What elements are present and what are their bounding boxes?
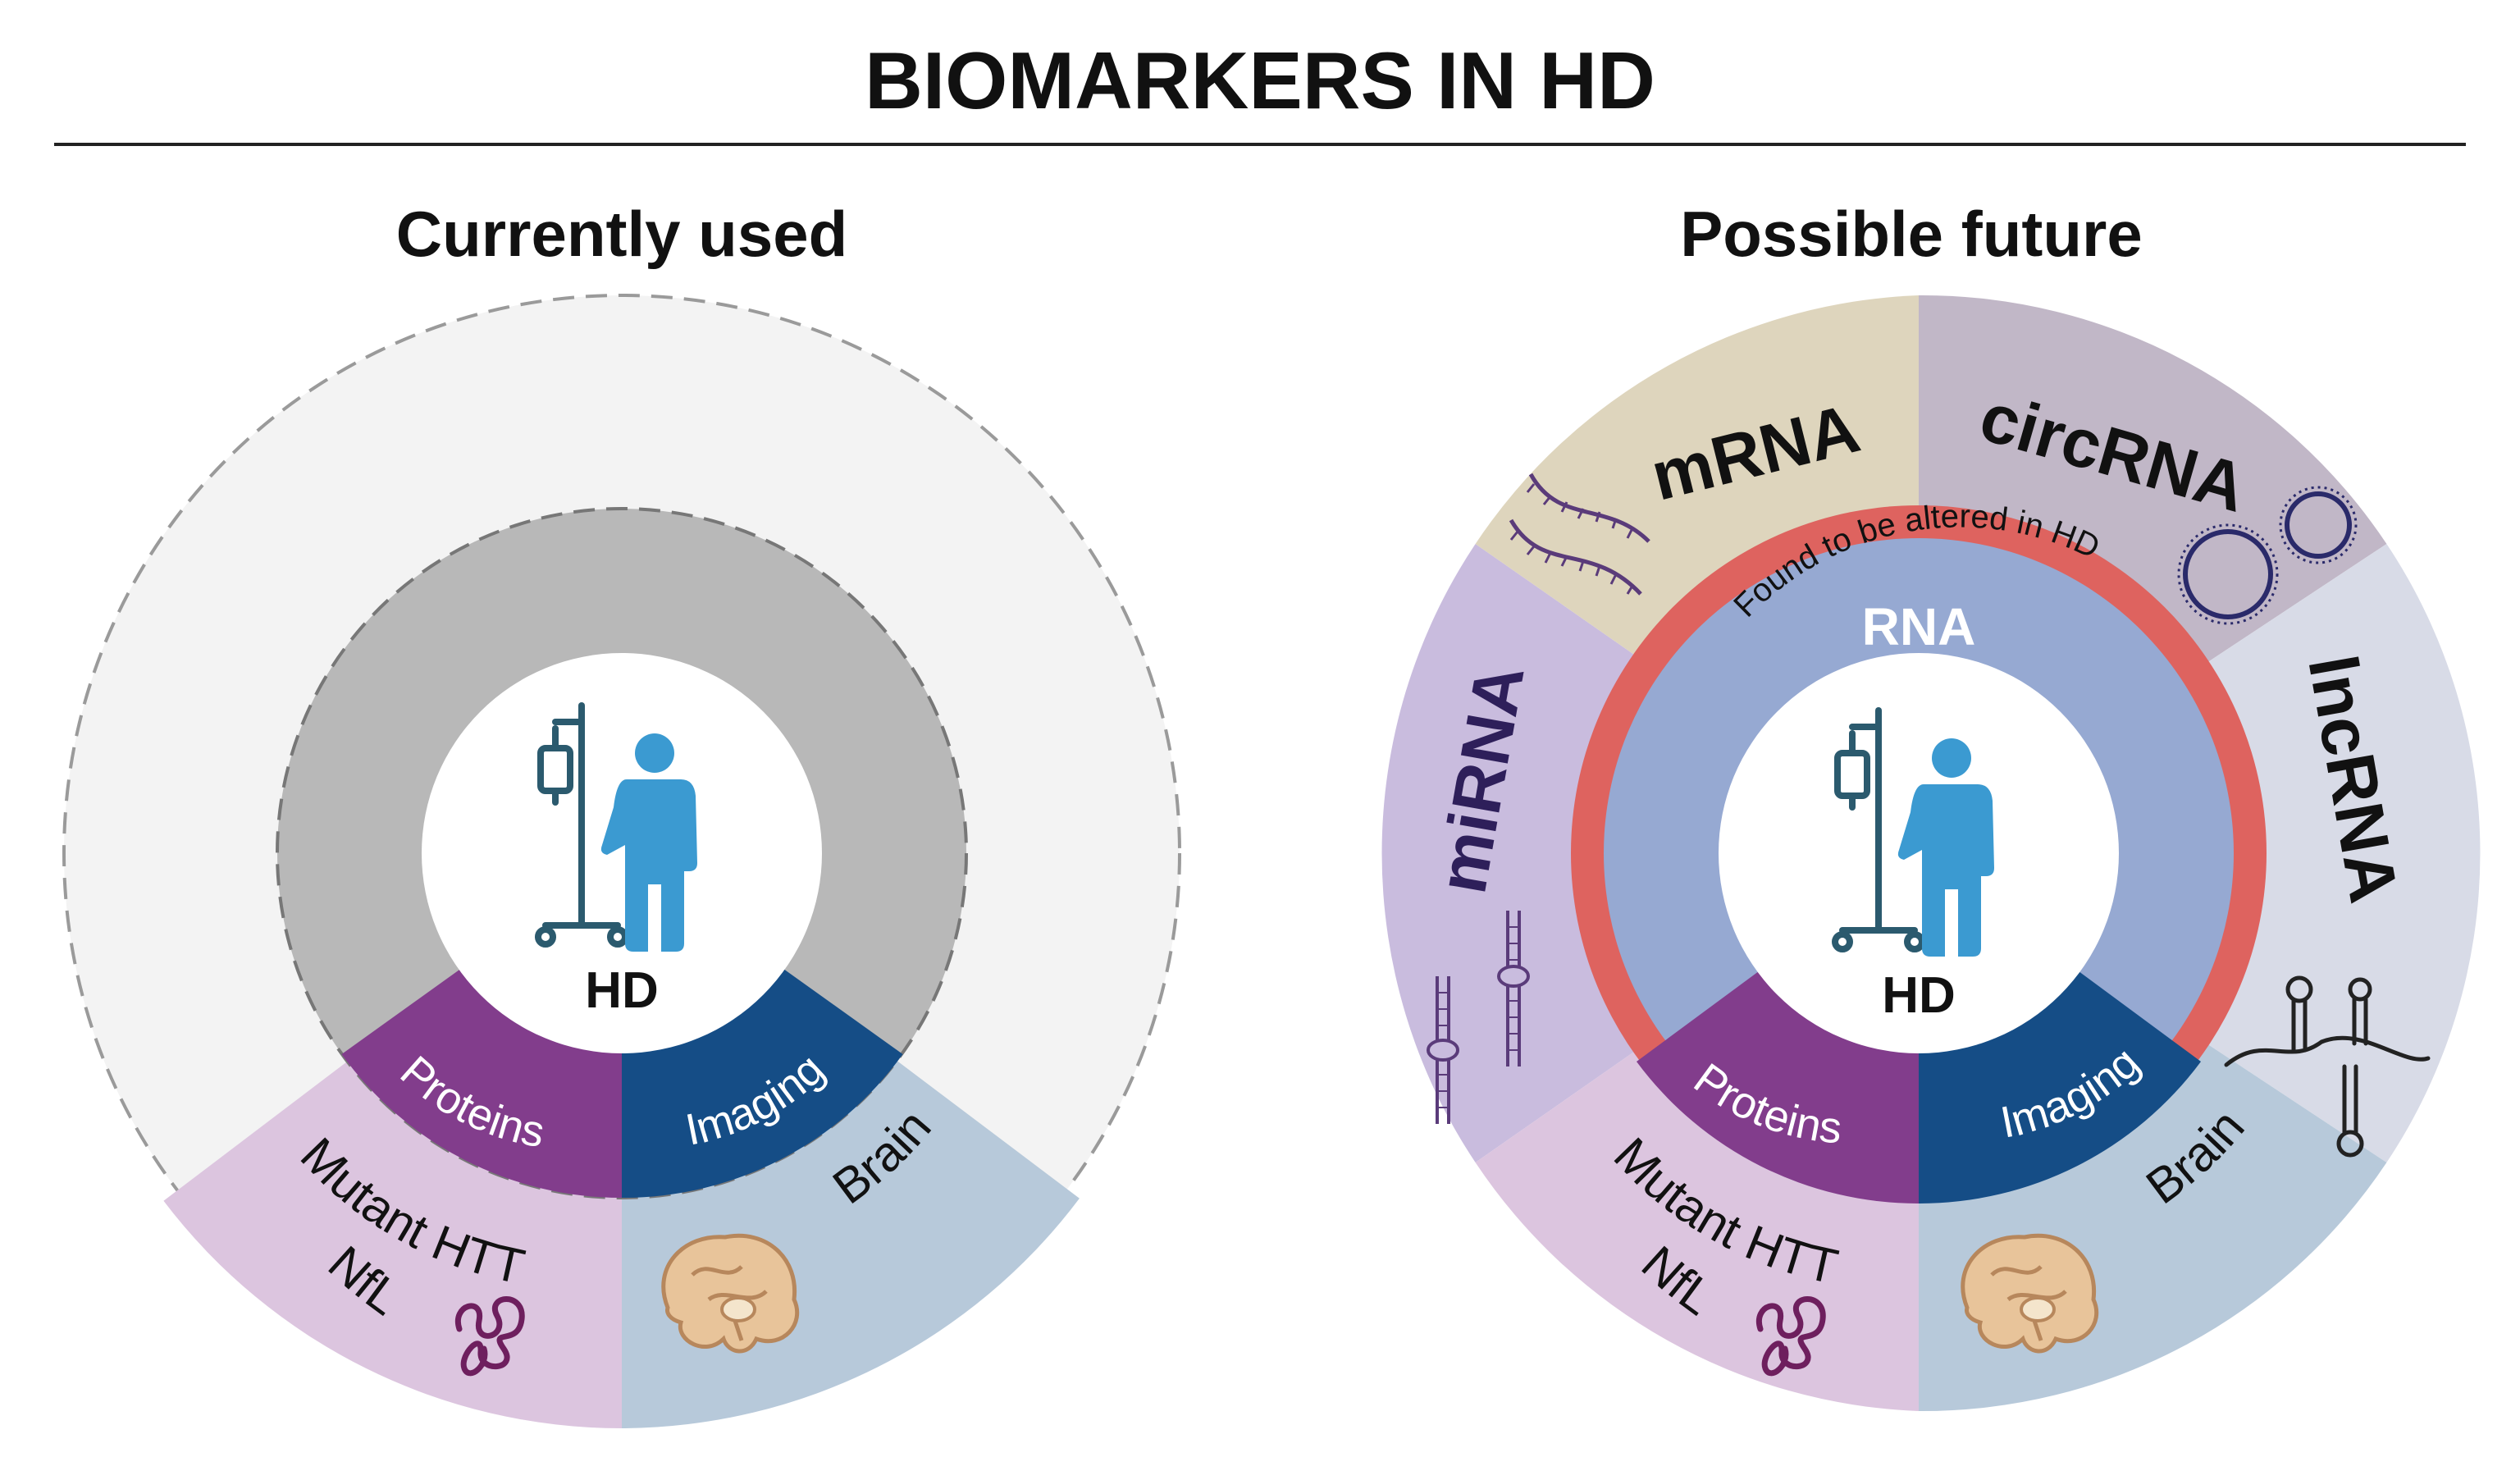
center-label-current: HD [585, 962, 659, 1019]
protein-squiggle-icon [1755, 1296, 1826, 1377]
rna-label: RNA [1862, 597, 1976, 656]
lncrna-hairpin-icon [2224, 975, 2431, 1158]
patient-icon [1897, 738, 1994, 957]
page-title: BIOMARKERS IN HD [865, 35, 1655, 126]
center-label-future: HD [1882, 967, 1956, 1024]
mrna-strand-icon [1509, 473, 1650, 596]
protein-squiggle-icon [454, 1296, 525, 1377]
brain-icon [1961, 1233, 2099, 1354]
center-circle-future [1719, 653, 2119, 1053]
iv-pole-icon [1832, 707, 1925, 952]
mirna-hairpin-icon [1427, 911, 1530, 1124]
panel-currently-used: Currently used HD [62, 198, 1181, 1429]
panel-possible-future: Possible future [1381, 198, 2481, 1412]
patient-icon [600, 733, 697, 952]
circrna-circle-icon [2177, 486, 2358, 625]
brain-icon [661, 1233, 800, 1354]
center-circle [422, 653, 822, 1053]
panel-heading-future: Possible future [1680, 198, 2142, 270]
iv-pole-icon [535, 702, 628, 948]
panel-heading-current: Currently used [396, 198, 847, 270]
